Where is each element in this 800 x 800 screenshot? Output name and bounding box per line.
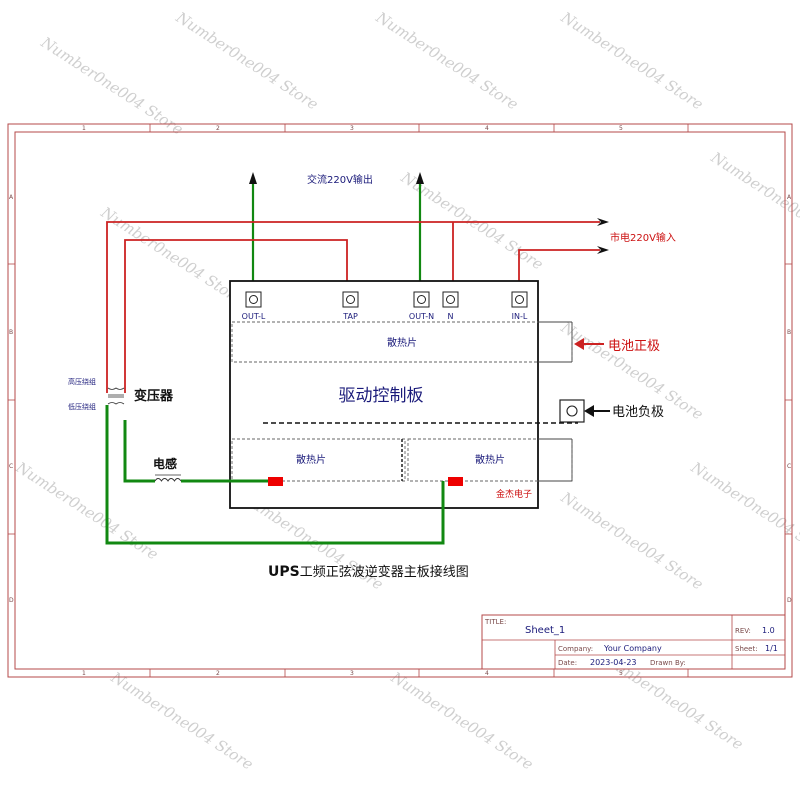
zone-row-label: B [787,329,791,336]
inductor-symbol [154,474,182,482]
watermark: Number0ne004 Store [557,8,707,114]
ac-output-label: 交流220V输出 [307,173,373,186]
terminal-tap: TAP [342,291,359,321]
terminal-out-n: OUT-N [409,291,434,321]
mosfet-pad-right [448,477,463,486]
zone-row-label: D [9,597,14,604]
tap-wire [124,239,348,393]
low-voltage-winding-label: 低压绕组 [68,402,96,411]
sheet-inner-border [14,131,786,670]
watermark: Number0ne004 Store [107,668,257,774]
battery-negative-arrow-icon [584,405,594,417]
battery-positive-label: 电池正极 [608,339,660,354]
mains-top-arrow-icon [597,218,609,226]
sheet-outer-border [7,123,793,678]
zone-row-label: C [9,463,13,470]
zone-row-label: A [787,194,792,201]
watermark: Number0ne004 Store [372,8,522,114]
zone-ticks [8,124,792,677]
watermark: Number0ne004 Store [687,458,800,564]
brand-label: 金杰电子 [496,488,532,500]
watermark: Number0ne004 Store [172,8,322,114]
watermark: Number0ne004 Store [387,668,537,774]
zone-col-label: 1 [82,670,86,677]
inductor-label: 电感 [153,456,177,471]
terminal-label: OUT-L [242,312,266,321]
battery-negative-screw-icon [566,405,578,417]
out-l-arrow-icon [249,172,257,184]
zone-col-label: 4 [485,125,489,132]
zone-col-label: 5 [619,125,623,132]
heatsink-label: 散热片 [296,453,326,466]
lv-wire-2 [123,420,155,483]
date-label: Date: [558,659,577,667]
terminal-label: N [448,312,454,321]
zone-row-label: D [787,597,792,604]
zone-col-label: 4 [485,670,489,677]
driver-board-label: 驱动控制板 [339,386,424,406]
title-label: TITLE: [484,618,506,626]
rev-label: REV: [735,627,751,635]
zone-col-label: 2 [216,125,220,132]
terminal-in-l: IN-L [511,291,528,321]
terminal-label: IN-L [512,312,528,321]
mains-top-wire [106,221,600,393]
diagram-title-rest: 工频正弦波逆变器主板接线图 [300,564,469,580]
watermark: Number0ne004 Store [37,33,187,139]
zone-labels: 1 2 3 4 5 1 2 3 4 5 A B C D A B C D [9,125,792,677]
drawn-by-label: Drawn By: [650,659,686,667]
mains-bottom-arrow-icon [597,246,609,254]
heatsink-label: 散热片 [475,453,505,466]
terminal-row: OUT-L TAP OUT-N N IN-L [242,291,528,321]
watermark: Number0ne004 Store [97,203,247,309]
terminal-n: N [442,291,459,321]
out-n-arrow-icon [416,172,424,184]
lv-wire-1 [105,405,445,545]
title-block: TITLE: Sheet_1 REV: 1.0 Company: Your Co… [481,614,786,670]
watermark: Number0ne004 Store [557,488,707,594]
diagram-title: UPS工频正弦波逆变器主板接线图 [268,564,469,580]
company-value: Your Company [603,644,662,653]
diagram-title-prefix: UPS [268,564,300,580]
terminal-label: OUT-N [409,312,434,321]
company-label: Company: [558,645,593,653]
in-l-wire [518,249,600,292]
zone-row-label: A [9,194,14,201]
transformer-symbol [107,387,125,405]
zone-col-label: 2 [216,670,220,677]
watermark: Number0ne004 Store [12,458,162,564]
ac-output-wires [249,172,424,292]
terminal-label: TAP [342,312,358,321]
zone-col-label: 3 [350,125,354,132]
zone-col-label: 1 [82,125,86,132]
mosfet-pad-left [268,477,283,486]
battery-positive-arrow-icon [574,338,584,350]
zone-col-label: 5 [619,670,623,677]
rev-value: 1.0 [762,626,775,635]
zone-row-label: B [9,329,13,336]
terminal-out-l: OUT-L [242,291,266,321]
zone-row-label: C [787,463,791,470]
battery-negative-terminal [559,399,585,423]
low-voltage-wires [105,405,445,545]
mains-input-wires [106,221,600,393]
battery-negative-label: 电池负极 [612,405,664,420]
transformer-label: 变压器 [134,388,174,404]
main-board [229,280,539,509]
heatsink-label: 散热片 [387,336,417,349]
sheet-value: 1/1 [765,644,778,653]
date-value: 2023-04-23 [590,658,637,667]
mains-input-label: 市电220V输入 [610,231,676,244]
zone-col-label: 3 [350,670,354,677]
title-value: Sheet_1 [525,625,565,636]
bottom-left-heatsink [231,438,406,482]
high-voltage-winding-label: 高压绕组 [68,377,96,386]
sheet-label: Sheet: [735,645,758,653]
